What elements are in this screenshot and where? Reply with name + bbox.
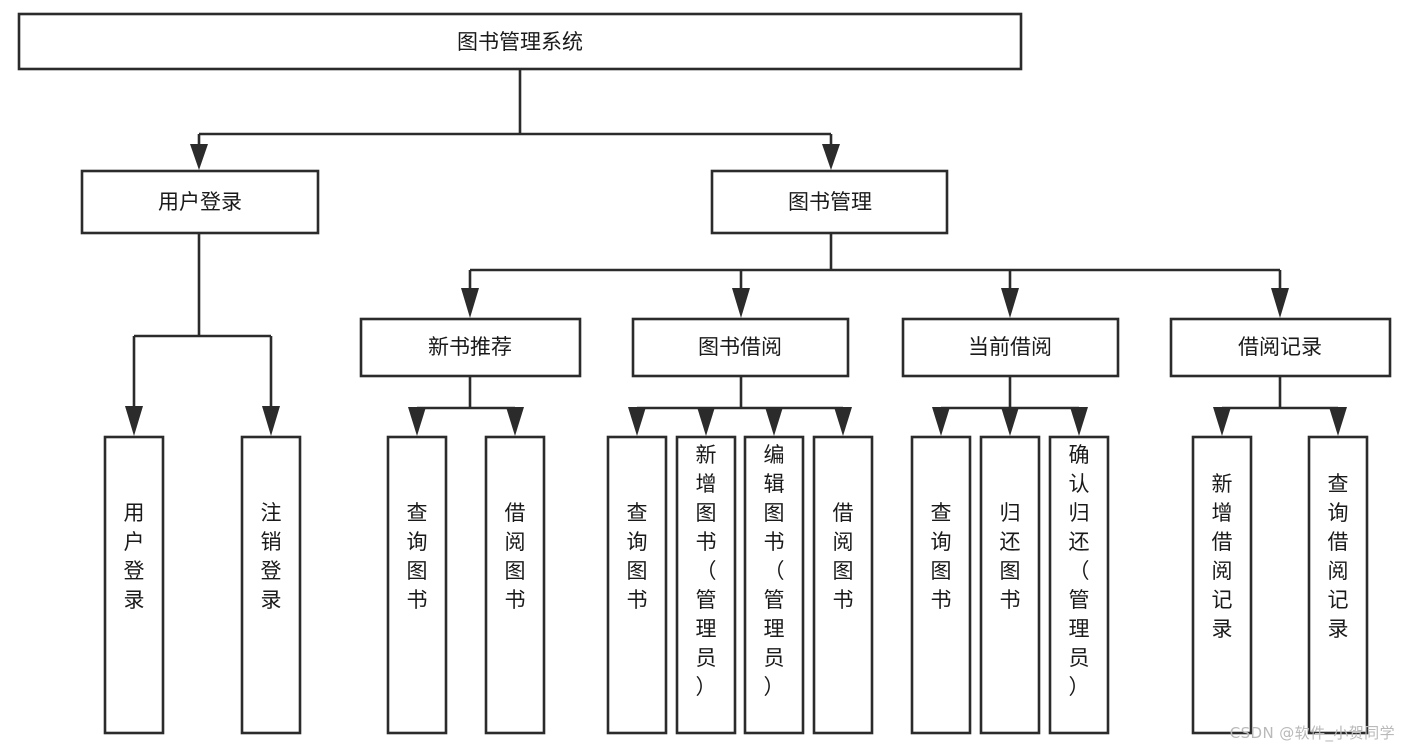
node-borrow-record-box[interactable] (1169, 317, 1392, 378)
node-leaf-query-record-label: 查询借阅记录 (1328, 472, 1349, 641)
edge-group-new-book-rec-to-leaves (408, 376, 524, 436)
edge-group-root-to-level2 (190, 69, 840, 170)
arrow-borrow-record-leaf2-icon (1329, 407, 1347, 436)
node-leaf-query-book-2-box[interactable] (606, 435, 668, 735)
node-leaf-user-logout-label: 注销登录 (261, 501, 282, 612)
node-leaf-user-login-label: 用户登录 (124, 501, 145, 612)
node-book-borrow-box[interactable] (631, 317, 850, 378)
node-book-manage-box[interactable] (710, 169, 949, 235)
csdn-watermark: CSDN @软件_小贺同学 (1229, 724, 1395, 742)
node-leaf-add-record[interactable]: 新增借阅记录 (1191, 435, 1253, 735)
arrow-current-borrow-leaf2-icon (1001, 407, 1019, 436)
arrow-book-manage-child2-icon (732, 288, 750, 318)
arrow-book-manage-child3-icon (1001, 288, 1019, 318)
node-leaf-confirm-return-box[interactable] (1048, 435, 1110, 735)
arrow-root-to-book-manage-icon (822, 144, 840, 170)
node-book-borrow-label: 图书借阅 (698, 335, 782, 359)
node-root[interactable]: 图书管理系统 (17, 12, 1023, 71)
node-book-manage[interactable]: 图书管理 (710, 169, 949, 235)
node-leaf-user-login-box[interactable] (103, 435, 165, 735)
node-leaf-user-logout[interactable]: 注销登录 (240, 435, 302, 735)
node-leaf-edit-book[interactable]: 编辑图书（管理员） (743, 435, 805, 735)
node-leaf-borrow-book-2-box[interactable] (812, 435, 874, 735)
arrow-book-manage-child4-icon (1271, 288, 1289, 318)
node-leaf-add-book-label: 新增图书（管理员） (696, 443, 717, 699)
node-current-borrow-label: 当前借阅 (968, 335, 1052, 359)
node-user-login-box[interactable] (80, 169, 320, 235)
node-book-borrow[interactable]: 图书借阅 (631, 317, 850, 378)
node-book-manage-label: 图书管理 (788, 190, 872, 214)
node-leaf-add-record-box[interactable] (1191, 435, 1253, 735)
node-leaf-user-logout-box[interactable] (240, 435, 302, 735)
edge-group-borrow-record-to-leaves (1213, 376, 1347, 436)
node-leaf-query-record-box[interactable] (1307, 435, 1369, 735)
node-leaf-add-book-box[interactable] (675, 435, 737, 735)
arrow-borrow-record-leaf1-icon (1213, 407, 1231, 436)
node-user-login[interactable]: 用户登录 (80, 169, 320, 235)
node-new-book-rec-box[interactable] (359, 317, 582, 378)
edge-group-book-manage-to-level3 (461, 233, 1289, 318)
node-leaf-return-book-box[interactable] (979, 435, 1041, 735)
node-borrow-record[interactable]: 借阅记录 (1169, 317, 1392, 378)
arrow-new-book-rec-leaf2-icon (506, 407, 524, 436)
node-leaf-borrow-book-1-label: 借阅图书 (505, 501, 526, 612)
node-leaf-add-record-label: 新增借阅记录 (1212, 472, 1233, 641)
arrow-book-borrow-leaf4-icon (834, 407, 852, 436)
node-leaf-query-record[interactable]: 查询借阅记录 (1307, 435, 1369, 735)
node-leaf-edit-book-label: 编辑图书（管理员） (764, 443, 785, 699)
node-leaf-query-book-3[interactable]: 查询图书 (910, 435, 972, 735)
arrow-book-borrow-leaf3-icon (765, 407, 783, 436)
node-leaf-user-login[interactable]: 用户登录 (103, 435, 165, 735)
node-leaf-query-book-2[interactable]: 查询图书 (606, 435, 668, 735)
arrow-current-borrow-leaf3-icon (1070, 407, 1088, 436)
node-leaf-add-book[interactable]: 新增图书（管理员） (675, 435, 737, 735)
node-leaf-query-book-1-box[interactable] (386, 435, 448, 735)
arrow-user-login-leaf1-icon (125, 406, 143, 436)
node-leaf-edit-book-box[interactable] (743, 435, 805, 735)
node-leaf-query-book-1[interactable]: 查询图书 (386, 435, 448, 735)
node-user-login-label: 用户登录 (158, 190, 242, 214)
node-new-book-rec[interactable]: 新书推荐 (359, 317, 582, 378)
arrow-current-borrow-leaf1-icon (932, 407, 950, 436)
node-leaf-query-book-2-label: 查询图书 (627, 501, 648, 612)
node-leaf-query-book-3-label: 查询图书 (931, 501, 952, 612)
node-current-borrow[interactable]: 当前借阅 (901, 317, 1120, 378)
node-leaf-confirm-return-label: 确认归还（管理员） (1069, 443, 1090, 699)
edge-group-current-borrow-to-leaves (932, 376, 1088, 436)
node-leaf-return-book[interactable]: 归还图书 (979, 435, 1041, 735)
node-leaf-query-book-3-box[interactable] (910, 435, 972, 735)
node-leaf-query-book-1-label: 查询图书 (407, 501, 428, 612)
edge-group-user-login-to-leaves (125, 233, 280, 436)
arrow-book-borrow-leaf2-icon (697, 407, 715, 436)
node-leaf-borrow-book-1-box[interactable] (484, 435, 546, 735)
arrow-new-book-rec-leaf1-icon (408, 407, 426, 436)
node-leaf-confirm-return[interactable]: 确认归还（管理员） (1048, 435, 1110, 735)
node-root-label: 图书管理系统 (457, 30, 583, 54)
arrow-book-borrow-leaf1-icon (628, 407, 646, 436)
node-leaf-return-book-label: 归还图书 (1000, 501, 1021, 612)
arrow-root-to-user-login-icon (190, 144, 208, 170)
arrow-book-manage-child1-icon (461, 288, 479, 318)
node-current-borrow-box[interactable] (901, 317, 1120, 378)
node-leaf-borrow-book-2-label: 借阅图书 (833, 501, 854, 612)
node-borrow-record-label: 借阅记录 (1238, 335, 1322, 359)
node-new-book-rec-label: 新书推荐 (428, 335, 512, 359)
node-leaf-borrow-book-2[interactable]: 借阅图书 (812, 435, 874, 735)
node-leaf-borrow-book-1[interactable]: 借阅图书 (484, 435, 546, 735)
node-root-box[interactable] (17, 12, 1023, 71)
edge-group-book-borrow-to-leaves (628, 376, 852, 436)
arrow-user-login-leaf2-icon (262, 406, 280, 436)
